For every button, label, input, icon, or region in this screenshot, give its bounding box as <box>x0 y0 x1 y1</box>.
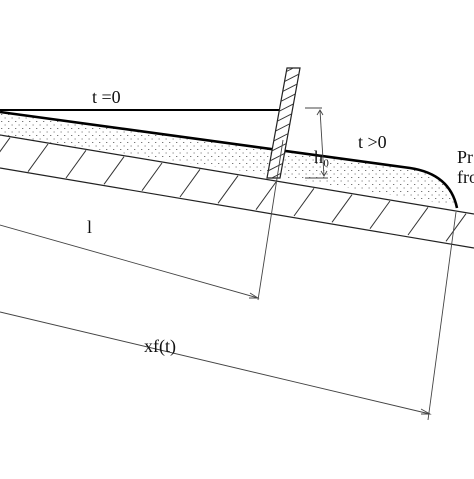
label-t-zero: t =0 <box>92 87 121 107</box>
bed-layer <box>0 134 474 249</box>
bed-hatching <box>0 137 467 242</box>
label-front-line2: fro <box>457 167 474 187</box>
gate-reference-line <box>257 139 284 301</box>
bed-surface-line <box>0 134 474 215</box>
label-length: l <box>87 217 92 237</box>
label-front-position: xf(t) <box>144 336 176 357</box>
free-surface-t-positive <box>0 110 459 209</box>
fluid-upstream <box>0 112 277 176</box>
front-position-dimension <box>0 311 432 415</box>
fluid-downstream <box>283 151 456 206</box>
bed-bottom-line <box>0 167 474 249</box>
label-t-positive: t >0 <box>358 132 387 152</box>
label-front-line1: Pr <box>457 147 473 167</box>
front-reference-line <box>427 211 457 421</box>
length-dimension <box>0 224 260 299</box>
label-depth: h₀ <box>314 147 329 167</box>
depth-dimension <box>305 107 328 179</box>
